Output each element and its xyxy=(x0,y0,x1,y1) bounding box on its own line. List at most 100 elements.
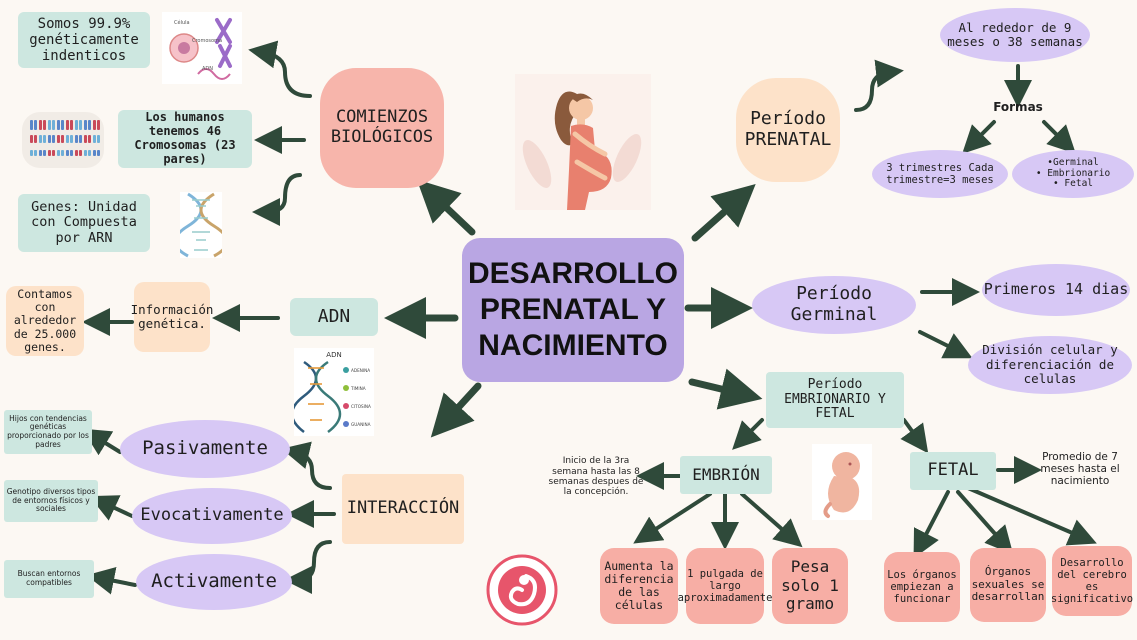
comienzos-node: COMIENZOS BIOLÓGICOS xyxy=(320,68,444,188)
embryo-circle-icon xyxy=(486,554,558,626)
tipo-germinal: •Germinal xyxy=(1047,156,1099,168)
evocativamente-node: Evocativamente xyxy=(132,488,292,544)
chromosome-mark xyxy=(66,120,69,130)
chromosome-mark xyxy=(66,150,69,156)
pesa-label: Pesa solo 1 gramo xyxy=(781,557,839,614)
chromosome-mark xyxy=(52,150,55,156)
info-genetica-node: Información genética. xyxy=(131,282,213,352)
adenina-label: ADENINA xyxy=(351,368,370,373)
activamente-label: Activamente xyxy=(151,570,277,593)
chromosome-mark xyxy=(75,150,78,156)
chromosome-mark xyxy=(48,135,51,143)
somos-label: Somos 99.9% genéticamente indenticos xyxy=(29,15,139,65)
dna-diagram-illustration: ADN ADENINA TIMINA CITOSINA GUANINA xyxy=(290,348,374,436)
tipo-embrionario: • Embrionario xyxy=(1035,167,1111,179)
activamente-node: Activamente xyxy=(136,554,292,610)
arrow-formas-tipos xyxy=(1042,120,1076,154)
trimestres-label: 3 trimestres Cada trimestre=3 meses xyxy=(886,161,994,186)
chromosome-mark xyxy=(48,150,51,156)
genes-label: Genes: Unidad con Compuesta por ARN xyxy=(31,198,137,246)
chromosome-mark xyxy=(30,120,33,130)
comienzos-label: COMIENZOS BIOLÓGICOS xyxy=(330,107,434,147)
germinal-node: Período Germinal xyxy=(752,276,916,334)
embrionario-node: Período EMBRIONARIO Y FETAL xyxy=(766,372,904,428)
dna-strand-illustration xyxy=(173,192,229,258)
organos2-node: Órganos sexuales se desarrollan xyxy=(970,548,1046,622)
chromosome-mark xyxy=(88,120,91,130)
arrow-to-pasivamente xyxy=(281,441,332,490)
somos-node: Somos 99.9% genéticamente indenticos xyxy=(18,12,150,68)
primeros-label: Primeros 14 dias xyxy=(983,280,1129,299)
activ-desc-node: Buscan entornos compatibles xyxy=(4,560,94,598)
chromosome-mark xyxy=(39,135,42,143)
arrow-fetal-organos2 xyxy=(956,490,1014,555)
chromosome-mark xyxy=(88,150,91,156)
chromosome-mark xyxy=(93,150,96,156)
chromosome-mark xyxy=(34,120,37,130)
arrow-fetal-cerebro xyxy=(966,486,1097,546)
pesa-node: Pesa solo 1 gramo xyxy=(772,548,848,624)
fetus-illustration xyxy=(812,444,872,520)
chromosome-mark xyxy=(84,120,87,130)
arrow-fetal-organos1 xyxy=(913,490,950,559)
chromosome-mark xyxy=(39,150,42,156)
promedio-label: Promedio de 7 meses hasta el nacimiento xyxy=(1040,450,1120,488)
aumenta-label: Aumenta la diferencia de las células xyxy=(604,558,674,613)
formas-label: Formas xyxy=(993,100,1043,115)
division-node: División celular y diferenciación de cel… xyxy=(968,336,1132,394)
embrion-label: EMBRIÓN xyxy=(692,464,760,484)
guanina-label: GUANINA xyxy=(351,422,371,427)
pasivamente-node: Pasivamente xyxy=(120,420,290,478)
chromosome-mark xyxy=(61,135,64,143)
cell-label: Célula xyxy=(174,19,190,26)
chromosome-mark xyxy=(75,120,78,130)
chromosome-mark xyxy=(84,135,87,143)
germinal-label: Período Germinal xyxy=(790,283,878,325)
primeros-node: Primeros 14 dias xyxy=(982,264,1130,316)
organos1-label: Los órganos empiezan a funcionar xyxy=(887,568,957,606)
arrow-prenatal-meses xyxy=(854,59,904,112)
pasiv-desc-node: Hijos con tendencias genéticas proporcio… xyxy=(4,410,92,454)
arrow-to-somos xyxy=(248,40,312,98)
chromosome-mark xyxy=(84,150,87,156)
cerebro-node: Desarrollo del cerebro es significativo xyxy=(1050,546,1134,616)
meses-node: Al rededor de 9 meses o 38 semanas xyxy=(940,8,1090,62)
arrow-germinal-division xyxy=(918,330,973,359)
chromosome-mark xyxy=(93,135,96,143)
humanos-label: Los humanos tenemos 46 Cromosomas (23 pa… xyxy=(134,110,236,166)
dna-label: ADN xyxy=(202,66,213,72)
formas-node: Formas xyxy=(988,98,1048,118)
fetal-node: FETAL xyxy=(910,452,996,490)
division-label: División celular y diferenciación de cel… xyxy=(982,342,1118,387)
chromosome-mark xyxy=(52,135,55,143)
chromosome-mark xyxy=(97,120,100,130)
tipos-node: •Germinal • Embrionario • Fetal xyxy=(1012,150,1134,198)
chromosome-mark xyxy=(70,135,73,143)
chromosome-mark xyxy=(43,150,46,156)
arrow-to-activamente xyxy=(284,540,332,594)
inicio-label: Inicio de la 3ra semana hasta las 8 sema… xyxy=(548,456,644,498)
arrow-embr-fetal xyxy=(900,418,929,454)
evoc-desc-node: Genotipo diversos tipos de entornos físi… xyxy=(4,480,98,522)
interaccion-node: INTERACCIÓN xyxy=(342,474,464,544)
arrow-embr-embrion xyxy=(732,418,764,450)
chromosome-mark xyxy=(52,120,55,130)
pulgada-node: 1 pulgada de largo aproximadamente xyxy=(678,548,772,624)
meses-label: Al rededor de 9 meses o 38 semanas xyxy=(947,19,1083,49)
prenatal-node: Período PRENATAL xyxy=(736,78,840,182)
arrow-center-embrionario xyxy=(688,368,763,410)
fetal-label: FETAL xyxy=(927,460,979,481)
humanos-node: Los humanos tenemos 46 Cromosomas (23 pa… xyxy=(118,110,252,168)
adn-node: ADN xyxy=(290,298,378,336)
chromosome-mark xyxy=(79,120,82,130)
embrionario-label: Período EMBRIONARIO Y FETAL xyxy=(784,376,886,422)
pasivamente-label: Pasivamente xyxy=(142,437,268,460)
cerebro-label: Desarrollo del cerebro es significativo xyxy=(1050,556,1134,606)
inicio-node: Inicio de la 3ra semana hasta las 8 sema… xyxy=(546,444,646,510)
timina-label: TIMINA xyxy=(350,386,366,391)
arrow-to-pasiv-desc xyxy=(82,428,122,456)
chromosome-mark xyxy=(61,120,64,130)
evoc-desc-label: Genotipo diversos tipos de entornos físi… xyxy=(6,487,96,514)
citosina-label: CITOSINA xyxy=(351,404,371,409)
contamos-label: Contamos con alrededor de 25.000 genes. xyxy=(13,286,77,354)
